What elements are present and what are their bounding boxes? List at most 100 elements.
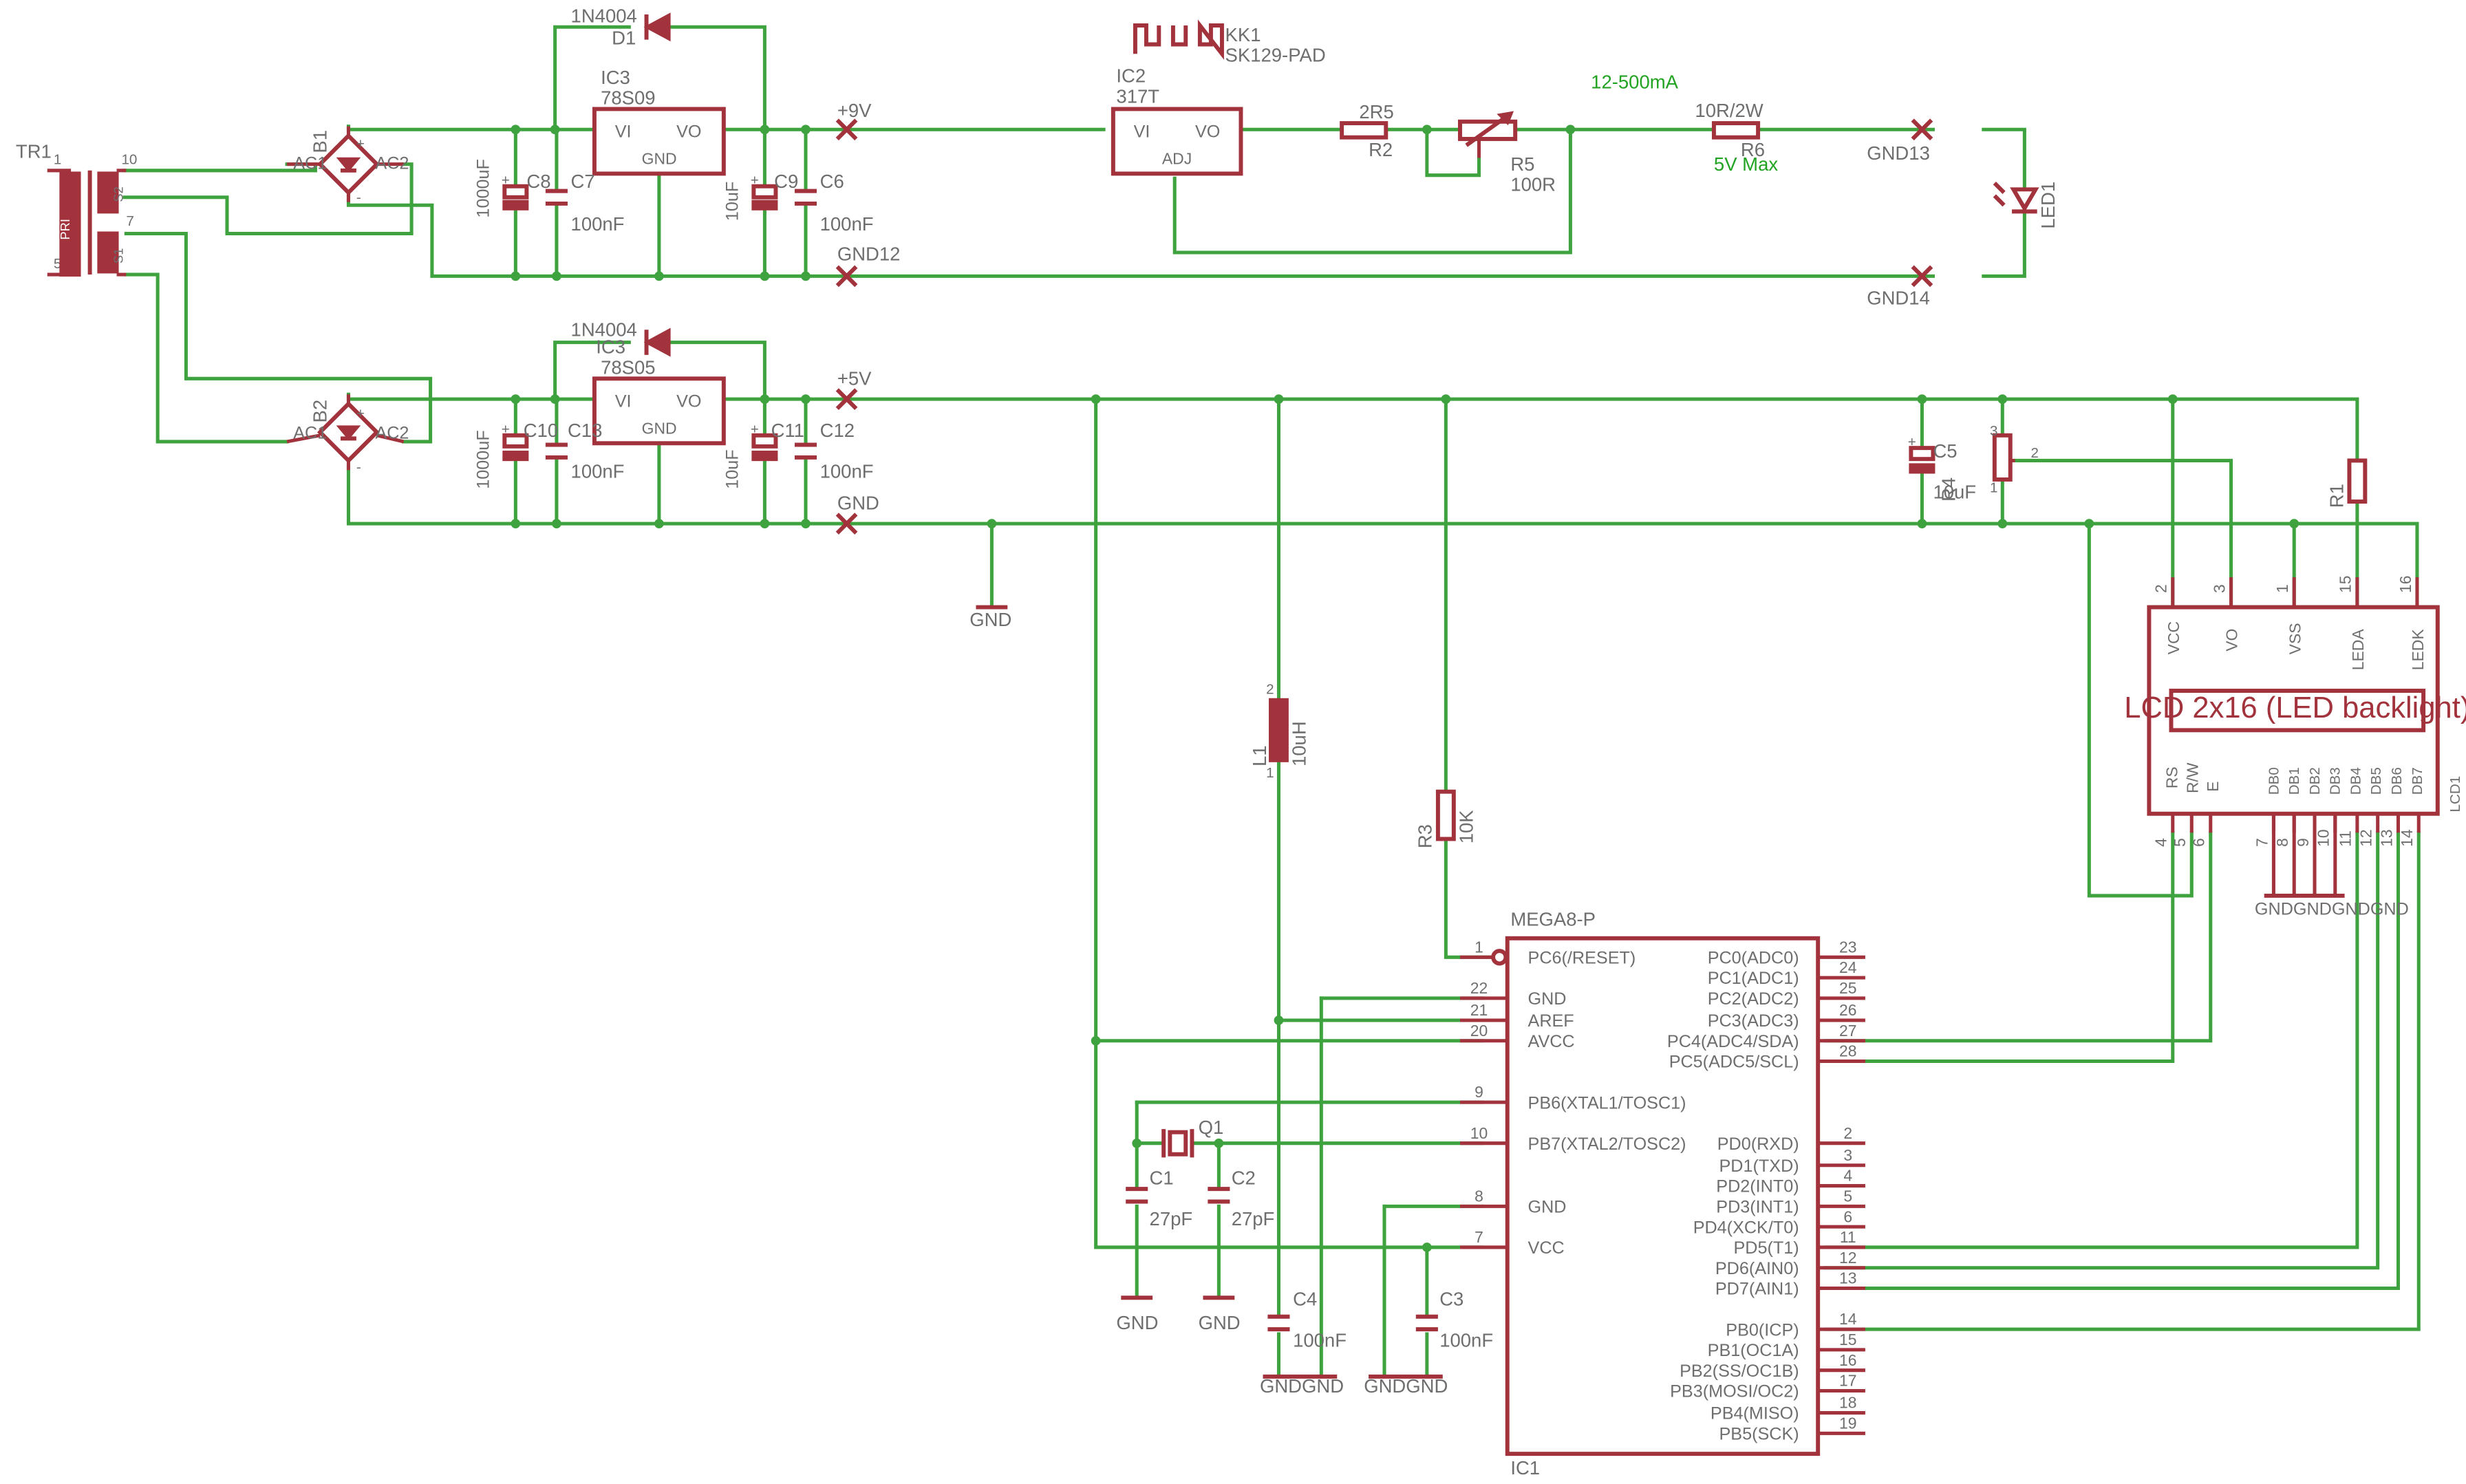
svg-text:1N4004: 1N4004: [571, 319, 637, 340]
svg-text:LED1: LED1: [2037, 182, 2059, 229]
mega-pin-name: PB3(MOSI/OC2): [1670, 1382, 1799, 1401]
svg-text:R1: R1: [2326, 484, 2347, 508]
svg-text:10uH: 10uH: [1288, 721, 1309, 766]
svg-text:LCD1: LCD1: [2447, 776, 2463, 813]
mega-pin-number: 8: [1475, 1187, 1483, 1205]
capacitors-lower: + 1000uF C10 C13 100nF + 10uF C11 C12 10…: [473, 420, 873, 489]
mega-pin-number: 2: [1843, 1124, 1852, 1142]
svg-text:R4: R4: [1938, 477, 1960, 502]
pot-r4: R4 2 3 1: [1938, 423, 2039, 502]
svg-text:5: 5: [54, 256, 61, 272]
svg-text:Q1: Q1: [1199, 1117, 1224, 1138]
svg-text:DB6: DB6: [2389, 767, 2405, 795]
svg-text:LEDK: LEDK: [2409, 629, 2427, 671]
svg-text:100nF: 100nF: [820, 461, 874, 482]
lcd-pin-number: 2: [2152, 584, 2170, 593]
resistor-r1: R1: [2326, 458, 2368, 508]
lcd-pin-number: 8: [2273, 838, 2291, 847]
lcd1: LCD 2x16 (LED backlight) LCD1 VCC VO VSS…: [2124, 575, 2466, 918]
svg-text:AC1: AC1: [293, 423, 327, 442]
mega-pin-name: VCC: [1528, 1238, 1565, 1258]
mega-pin-name: PC0(ADC0): [1708, 948, 1799, 967]
svg-text:GND: GND: [837, 492, 879, 513]
bridge-b1: AC1 AC2 B1 + -: [287, 126, 409, 206]
svg-text:+: +: [356, 406, 365, 422]
svg-text:2: 2: [1266, 682, 1274, 698]
svg-text:C2: C2: [1232, 1167, 1256, 1188]
svg-text:C7: C7: [571, 171, 595, 192]
svg-text:SK129-PAD: SK129-PAD: [1225, 45, 1326, 66]
svg-text:R6: R6: [1741, 139, 1765, 160]
svg-text:VSS: VSS: [2286, 623, 2304, 654]
transformer-tr1: TR1 1 5 PRI 10 S2 S1 7: [16, 140, 137, 277]
svg-text:7: 7: [126, 213, 133, 229]
svg-text:GNDGNDGNDGND: GNDGNDGNDGND: [2255, 899, 2409, 918]
mega-pin-number: 13: [1839, 1269, 1856, 1287]
svg-text:B1: B1: [309, 130, 330, 153]
svg-text:TR1: TR1: [16, 140, 52, 162]
mega-pin-number: 4: [1843, 1167, 1852, 1185]
svg-text:R/W: R/W: [2183, 762, 2201, 793]
svg-text:C4: C4: [1293, 1289, 1317, 1310]
mega-pin-name: PD0(RXD): [1717, 1134, 1799, 1154]
svg-text:VCC: VCC: [2165, 621, 2183, 654]
mcu-mega8: MEGA8-P IC1 1PC6(/RESET)22GND21AREF20AVC…: [1459, 908, 1865, 1478]
mega-pin-name: GND: [1528, 1198, 1567, 1217]
lcd-pin-number: 11: [2337, 830, 2355, 847]
svg-text:C3: C3: [1439, 1289, 1463, 1310]
mega-pin-number: 23: [1839, 938, 1856, 956]
diode-d2: 1N4004: [571, 319, 671, 357]
mega-pin-number: 24: [1839, 958, 1857, 976]
svg-text:+: +: [1908, 434, 1916, 450]
svg-text:100R: 100R: [1510, 174, 1556, 195]
mega-pin-name: AVCC: [1528, 1032, 1575, 1051]
svg-text:GND12: GND12: [837, 243, 901, 264]
svg-text:2: 2: [2031, 445, 2039, 461]
svg-text:R2: R2: [1369, 139, 1393, 160]
svg-text:LEDA: LEDA: [2349, 629, 2367, 671]
svg-text:GND: GND: [1116, 1312, 1158, 1333]
mega-pin-number: 7: [1475, 1228, 1483, 1246]
led1: LED1: [1993, 182, 2059, 229]
svg-text:100nF: 100nF: [1439, 1329, 1493, 1351]
svg-text:1: 1: [1990, 480, 1997, 495]
svg-text:3: 3: [1990, 423, 1997, 439]
svg-text:10: 10: [121, 152, 137, 168]
svg-text:B2: B2: [309, 400, 330, 423]
svg-text:+9V: +9V: [837, 100, 872, 121]
cap-c5: + C5 10uF: [1908, 434, 1976, 503]
junctions: [511, 125, 2299, 1252]
lcd-pin-number: 1: [2273, 584, 2291, 593]
resistor-r3: R3 10K: [1415, 789, 1477, 848]
svg-text:C6: C6: [820, 171, 844, 192]
lcd-pin-number: 15: [2337, 575, 2355, 592]
svg-text:27pF: 27pF: [1232, 1208, 1275, 1229]
svg-text:DB0: DB0: [2266, 767, 2282, 795]
svg-text:100nF: 100nF: [820, 213, 874, 235]
svg-text:+: +: [502, 422, 510, 438]
mega-pin-name: PC4(ADC4/SDA): [1667, 1032, 1799, 1051]
diode-d1: 1N4004 D1: [571, 5, 671, 48]
resistor-r2: 2R5 R2: [1340, 101, 1394, 160]
svg-text:1N4004: 1N4004: [571, 5, 637, 26]
lcd-pin-number: 7: [2253, 838, 2271, 847]
lcd-pin-number: 16: [2397, 575, 2414, 592]
mega-pin-name: GND: [1528, 989, 1567, 1009]
mega-pin-number: 14: [1839, 1310, 1857, 1328]
svg-text:10uF: 10uF: [722, 182, 742, 221]
svg-text:C10: C10: [524, 420, 558, 441]
svg-text:+: +: [502, 172, 510, 188]
svg-text:DB2: DB2: [2307, 767, 2323, 795]
svg-text:VO: VO: [1195, 122, 1220, 142]
svg-text:VI: VI: [1134, 122, 1150, 142]
capacitors-upper: + 1000uF C8 C7 100nF + 10uF C9 C6 100nF: [473, 159, 873, 235]
mega-pin-name: PD5(T1): [1733, 1238, 1799, 1258]
mega-pin-name: PD4(XCK/T0): [1693, 1218, 1799, 1237]
mega-pin-number: 9: [1475, 1083, 1483, 1101]
svg-text:10R/2W: 10R/2W: [1695, 100, 1763, 121]
inductor-l1: L1 10uH 2 1: [1249, 682, 1309, 781]
current-annotation: 12-500mA: [1591, 72, 1678, 93]
svg-text:78S09: 78S09: [601, 87, 655, 109]
